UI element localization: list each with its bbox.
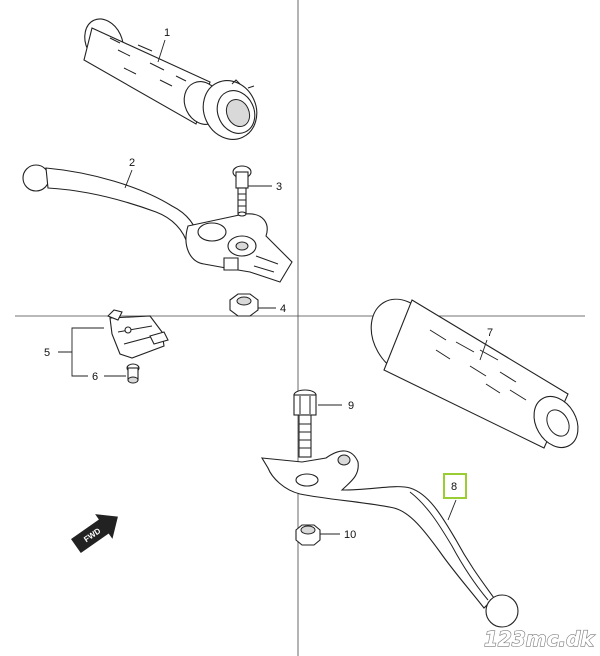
callout-10: 10 — [344, 529, 356, 541]
clutch-lever-part[interactable] — [260, 450, 519, 628]
callout-9: 9 — [348, 400, 354, 412]
leader-line-8 — [447, 499, 457, 521]
callout-7: 7 — [487, 327, 493, 339]
callout-8: 8 — [451, 481, 457, 493]
leader-line-1 — [157, 39, 166, 63]
leader-line-5 — [58, 327, 104, 377]
watermark-text: 123mc.dk — [484, 627, 595, 651]
clutch-nut-part[interactable] — [295, 524, 321, 546]
callout-5: 5 — [44, 347, 50, 359]
throttle-grip-part[interactable] — [78, 13, 267, 149]
lever-nut-part[interactable] — [229, 293, 259, 317]
callout-2: 2 — [129, 157, 135, 169]
lever-bolt-part[interactable] — [293, 389, 317, 458]
callout-4: 4 — [280, 303, 286, 315]
switch-screw-part[interactable] — [126, 363, 140, 384]
callout-1: 1 — [164, 27, 170, 39]
brake-lever-part[interactable] — [22, 164, 293, 283]
brake-switch-part[interactable] — [107, 309, 169, 359]
pivot-bolt-part[interactable] — [232, 165, 252, 217]
callout-3: 3 — [276, 181, 282, 193]
forward-arrow-icon: FWD — [71, 514, 118, 554]
callout-8-highlight-box — [443, 473, 467, 499]
leader-line-7 — [479, 339, 488, 361]
callout-6: 6 — [92, 371, 98, 383]
left-grip-part[interactable] — [358, 287, 587, 455]
leader-line-2 — [124, 169, 133, 189]
